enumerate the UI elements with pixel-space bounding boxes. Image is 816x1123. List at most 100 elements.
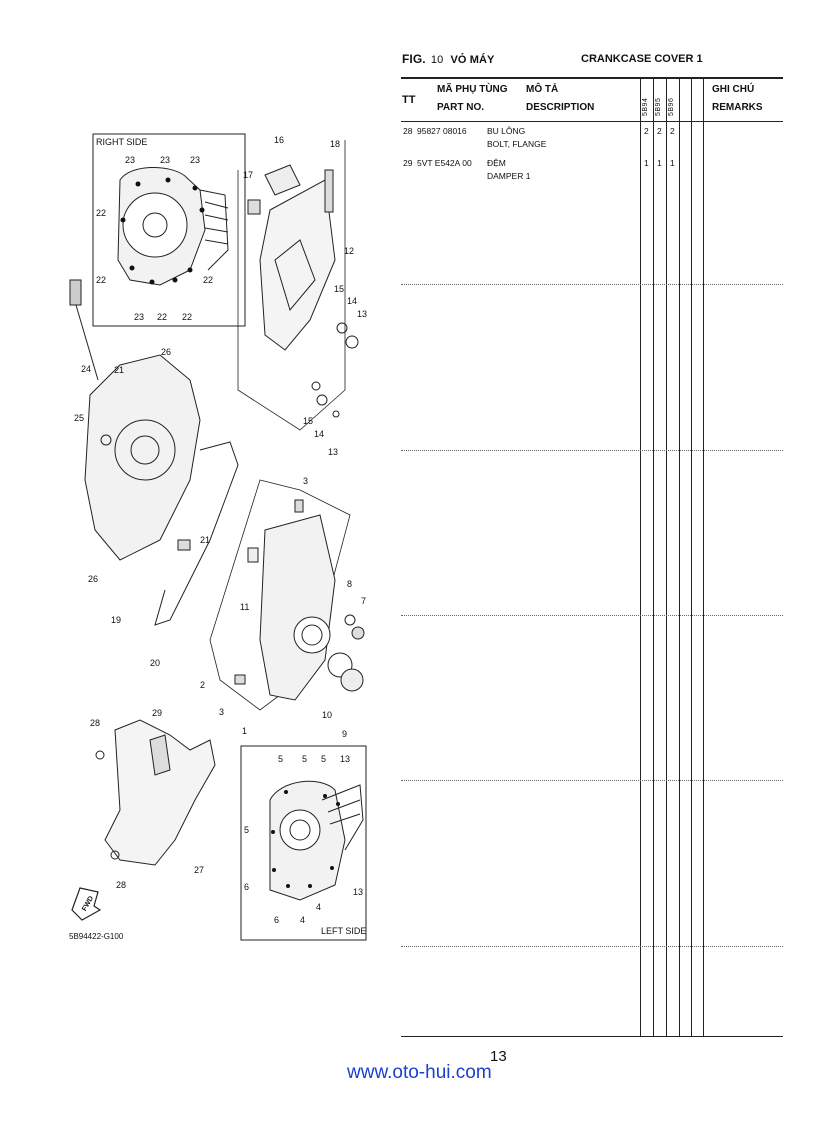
callout-6: 6 — [274, 915, 279, 925]
header-tt: TT — [402, 94, 416, 106]
table-bottom-rule — [401, 1036, 783, 1037]
callout-24: 24 — [81, 364, 91, 374]
figure-title: FIG. 10 VỎ MÁY — [402, 52, 494, 66]
fwd-arrow-icon: FWD — [71, 887, 102, 921]
model-header-5b95: 5B95 — [655, 97, 662, 116]
callout-28: 28 — [116, 880, 126, 890]
header-desc-vn: MÔ TẢ — [526, 84, 559, 95]
callout-8: 8 — [347, 579, 352, 589]
callout-5: 5 — [302, 754, 307, 764]
left-cover-group: 3 11 8 7 2 3 1 10 9 — [200, 476, 366, 739]
callout-21: 21 — [200, 535, 210, 545]
right-side-label: RIGHT SIDE — [96, 137, 147, 147]
website-link[interactable]: www.oto-hui.com — [347, 1062, 492, 1083]
exploded-diagram: RIGHT SIDE 23 23 23 22 22 22 23 22 22 16… — [69, 133, 367, 941]
diagram-code: 5B94422-G100 — [69, 932, 124, 941]
figure-title-en: CRANKCASE COVER 1 — [581, 53, 703, 65]
figure-title-vn: VỎ MÁY — [450, 54, 495, 66]
col-divider — [703, 79, 704, 1036]
figure-number: 10 — [430, 54, 444, 66]
col-divider — [640, 79, 641, 1036]
callout-27: 27 — [194, 865, 204, 875]
right-side-inset: RIGHT SIDE 23 23 23 22 22 22 23 22 22 — [92, 133, 246, 327]
row-desc-vn: ĐỆM — [487, 158, 506, 168]
callout-3: 3 — [303, 476, 308, 486]
callout-17: 17 — [243, 170, 253, 180]
row-part-no: 5VT E542A 00 — [417, 158, 472, 168]
callout-13: 13 — [328, 447, 338, 457]
figure-label: FIG. — [402, 52, 426, 66]
callout-26: 26 — [161, 347, 171, 357]
row-separator — [401, 946, 783, 947]
callout-5: 5 — [321, 754, 326, 764]
callout-22: 22 — [203, 275, 213, 285]
callout-2: 2 — [200, 680, 205, 690]
callout-26: 26 — [88, 574, 98, 584]
callout-13: 13 — [340, 754, 350, 764]
callout-22: 22 — [182, 312, 192, 322]
callout-20: 20 — [150, 658, 160, 668]
row-qty-5b95: 1 — [657, 158, 662, 168]
callout-4: 4 — [316, 902, 321, 912]
table-top-rule — [401, 77, 783, 79]
row-qty-5b95: 2 — [657, 126, 662, 136]
row-tt: 29 — [403, 158, 413, 168]
callout-14: 14 — [314, 429, 324, 439]
callout-5: 5 — [278, 754, 283, 764]
guard-group: 28 29 27 28 — [90, 708, 216, 890]
row-part-no: 95827 08016 — [417, 126, 467, 136]
sprocket-cover-group: 16 18 17 12 15 14 13 15 14 13 — [237, 135, 367, 457]
callout-18: 18 — [330, 139, 340, 149]
callout-15: 15 — [303, 416, 313, 426]
callout-9: 9 — [342, 729, 347, 739]
callout-4: 4 — [300, 915, 305, 925]
row-tt: 28 — [403, 126, 413, 136]
table-header-rule — [401, 121, 783, 122]
row-separator — [401, 615, 783, 616]
page-number: 13 — [490, 1048, 507, 1065]
callout-23: 23 — [134, 312, 144, 322]
row-separator — [401, 450, 783, 451]
callout-3: 3 — [219, 707, 224, 717]
callout-19: 19 — [111, 615, 121, 625]
header-remarks-vn: GHI CHÚ — [712, 84, 755, 95]
row-separator — [401, 284, 783, 285]
callout-13: 13 — [353, 887, 363, 897]
callout-22: 22 — [157, 312, 167, 322]
row-separator — [401, 780, 783, 781]
callout-28: 28 — [90, 718, 100, 728]
model-header-5b96: 5B96 — [668, 97, 675, 116]
crankcase-cover-group: 24 25 21 26 21 26 19 20 — [69, 279, 239, 668]
col-divider — [666, 79, 667, 1036]
left-side-inset: LEFT SIDE 5 5 5 13 5 6 13 4 6 4 — [240, 745, 367, 941]
callout-25: 25 — [74, 413, 84, 423]
header-part-en: PART NO. — [437, 102, 485, 113]
callout-11: 11 — [240, 602, 249, 612]
callout-29: 29 — [152, 708, 162, 718]
col-divider — [691, 79, 692, 1036]
callout-14: 14 — [347, 296, 357, 306]
callout-13: 13 — [357, 309, 367, 319]
callout-1: 1 — [242, 726, 247, 736]
row-desc-en: DAMPER 1 — [487, 171, 531, 181]
header-part-vn: MÃ PHỤ TÙNG — [437, 84, 508, 95]
callout-12: 12 — [344, 246, 354, 256]
header-remarks-en: REMARKS — [712, 102, 763, 113]
model-header-5b94: 5B94 — [642, 97, 649, 116]
callout-23: 23 — [190, 155, 200, 165]
callout-16: 16 — [274, 135, 284, 145]
callout-22: 22 — [96, 208, 106, 218]
callout-21: 21 — [114, 365, 124, 375]
row-desc-vn: BU LÔNG — [487, 126, 526, 136]
row-qty-5b96: 1 — [670, 158, 675, 168]
callout-23: 23 — [160, 155, 170, 165]
callout-10: 10 — [322, 710, 332, 720]
row-qty-5b94: 1 — [644, 158, 649, 168]
left-side-label: LEFT SIDE — [321, 926, 366, 936]
col-divider — [679, 79, 680, 1036]
callout-23: 23 — [125, 155, 135, 165]
row-qty-5b96: 2 — [670, 126, 675, 136]
header-desc-en: DESCRIPTION — [526, 102, 595, 113]
row-desc-en: BOLT, FLANGE — [487, 139, 547, 149]
col-divider — [653, 79, 654, 1036]
